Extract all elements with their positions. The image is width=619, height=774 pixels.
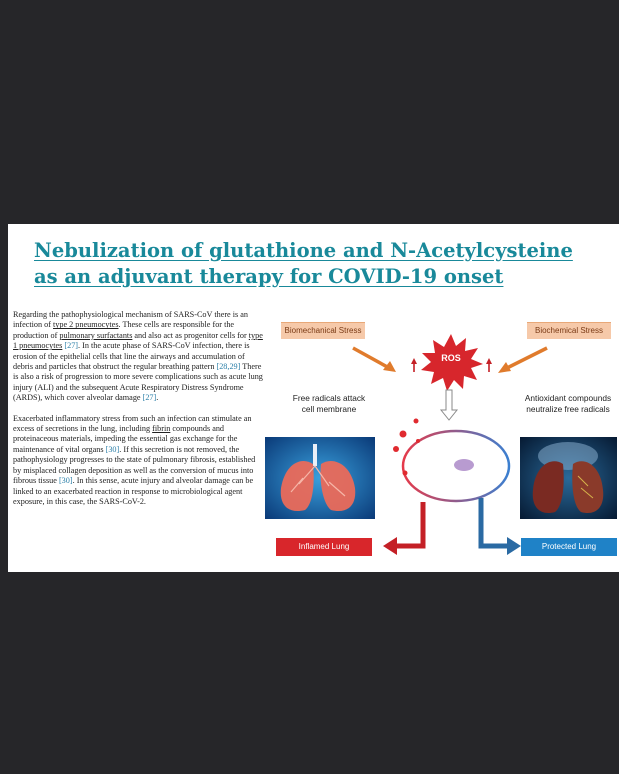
text-run: . If this secretion is not removed, the … (13, 444, 256, 486)
paragraph-2: Exacerbated inflammatory stress from suc… (13, 414, 265, 508)
antioxidant-line-2: neutralize free radicals (526, 404, 610, 414)
antioxidant-line-1: Antioxidant compounds (524, 393, 612, 403)
article-slide: Nebulization of glutathione and N-Acetyl… (8, 224, 619, 572)
article-title[interactable]: Nebulization of glutathione and N-Acetyl… (34, 239, 573, 288)
arrow-to-protected-icon (478, 498, 521, 555)
free-radicals-line-2: cell membrane (301, 404, 357, 414)
text-run: Regarding the pathophysiological mechani… (13, 310, 248, 330)
text-run: and also act as progenitor cells for (132, 330, 249, 340)
text-run: compounds and proteinaceous materials, i… (13, 424, 238, 454)
inflamed-lung-label: Inflamed Lung (276, 538, 372, 556)
citation-28-29[interactable]: [28,29] (216, 362, 241, 372)
text-run: . These cells are responsible for the pr… (13, 320, 235, 340)
citation-30[interactable]: [30] (105, 444, 120, 454)
protected-lung-image (520, 437, 617, 519)
mechanism-figure: Biomechanical Stress Biochemical Stress … (263, 306, 619, 570)
paragraph-1: Regarding the pathophysiological mechani… (13, 310, 265, 404)
link-type-1-pneumocytes[interactable]: type 1 pneumocytes (13, 330, 263, 351)
citation-30b[interactable]: [30] (58, 476, 73, 486)
cell-nucleus-icon (454, 459, 474, 471)
text-run: . In this sense, acute injury and alveol… (13, 476, 254, 506)
link-fibrin[interactable]: fibrin (152, 424, 171, 434)
text-run: . (156, 393, 159, 403)
ros-starburst-icon (421, 334, 483, 391)
article-body: Regarding the pathophysiological mechani… (13, 310, 265, 517)
protected-lung-label: Protected Lung (521, 538, 617, 556)
figure-graphics (265, 334, 617, 555)
link-type-2-pneumocytes[interactable]: type 2 pneumocytes (53, 320, 119, 330)
text-run: Exacerbated inflammatory stress from suc… (13, 413, 252, 434)
text-run: . In the acute phase of SARS-CoV infecti… (13, 341, 250, 372)
citation-27[interactable]: [27] (64, 341, 79, 351)
link-pulmonary-surfactants[interactable]: pulmonary surfactants (59, 330, 133, 340)
hollow-down-arrow-icon (439, 389, 459, 421)
citation-27b[interactable]: [27] (142, 393, 157, 403)
free-radicals-line-1: Free radicals attack (292, 393, 366, 403)
arrow-to-inflamed-icon (383, 502, 426, 555)
free-radicals-caption: Free radicals attack cell membrane (279, 393, 379, 415)
text-run: There is also a risk of progression to m… (13, 362, 263, 403)
inflamed-lung-image (265, 437, 375, 519)
biomechanical-stress-box: Biomechanical Stress (281, 322, 365, 339)
arrow-biochemical-icon (498, 346, 548, 373)
free-radical-dots-icon (393, 418, 420, 476)
cell-membrane-icon (401, 429, 511, 503)
biochemical-stress-box: Biochemical Stress (527, 322, 611, 339)
up-arrow-left-icon (411, 358, 417, 372)
up-arrow-right-icon (486, 358, 492, 372)
antioxidant-caption: Antioxidant compounds neutralize free ra… (513, 393, 619, 415)
ros-label: ROS (441, 353, 461, 363)
arrow-biomechanical-icon (352, 346, 396, 372)
